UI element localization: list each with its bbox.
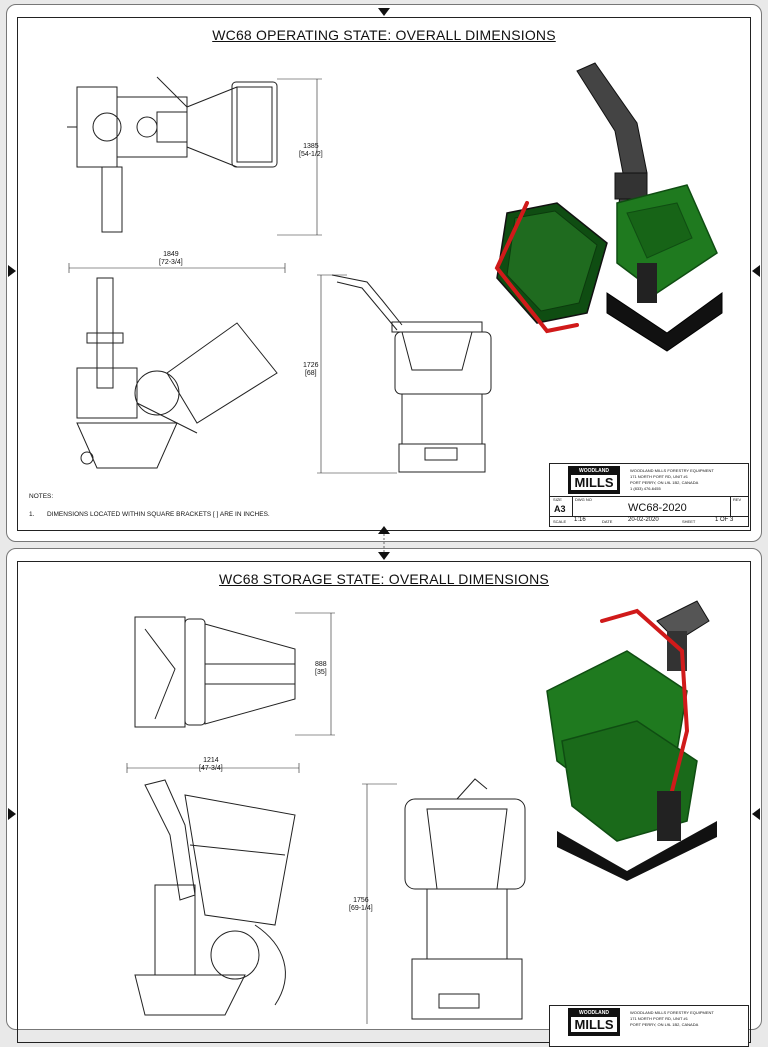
note-1-number: 1.	[29, 511, 35, 518]
front-view-drawing	[362, 778, 526, 1024]
scale-value: 1:16	[574, 517, 586, 523]
right-arrow-1	[752, 265, 760, 277]
sheet-title: WC68 OPERATING STATE: OVERALL DIMENSIONS	[212, 27, 556, 43]
sheet-value: 1 OF 3	[715, 517, 734, 523]
title-block: WOODLAND MILLS WOODLAND MILLS FORESTRY E…	[549, 463, 749, 527]
width-dimension: 1849 [72-3/4]	[159, 251, 183, 266]
mid-up-arrow	[378, 526, 390, 534]
front-view-drawing	[317, 274, 492, 474]
side-view-drawing	[134, 779, 296, 1016]
side-view-drawing	[76, 277, 278, 469]
date-value: 20-02-2020	[628, 517, 659, 523]
company-logo: WOODLAND MILLS	[568, 466, 620, 494]
height-dimension: 1726 [68]	[303, 362, 319, 377]
company-address-2: PORT PERRY, ON L9L 1B2, CANADA	[630, 480, 699, 485]
dwg-label: DWG NO	[575, 497, 592, 502]
isometric-view-storage	[546, 600, 717, 881]
width-dimension-line	[68, 263, 286, 273]
sheet-title: WC68 STORAGE STATE: OVERALL DIMENSIONS	[219, 571, 549, 587]
top-center-arrow	[378, 8, 390, 16]
width-dimension-line	[126, 763, 300, 773]
company-address-1: 171 NORTH PORT RD, UNIT #1	[630, 1016, 688, 1021]
company-address-1: 171 NORTH PORT RD, UNIT #1	[630, 474, 688, 479]
note-1: DIMENSIONS LOCATED WITHIN SQUARE BRACKET…	[47, 511, 270, 518]
company-name: WOODLAND MILLS FORESTRY EQUIPMENT	[630, 1010, 714, 1015]
rev-label: REV	[733, 497, 742, 502]
date-label: DATE	[602, 519, 613, 524]
height-dimension: 1756 [69-1/4]	[349, 897, 373, 912]
sheet-label: SHEET	[682, 519, 696, 524]
size-label: SIZE	[553, 497, 562, 502]
scale-label: SCALE	[553, 519, 567, 524]
left-arrow-1	[8, 265, 16, 277]
width-dimension: 1214 [47-3/4]	[199, 757, 223, 772]
top-height-dimension: 888 [35]	[315, 661, 327, 676]
left-arrow-2	[8, 808, 16, 820]
page-marker-arrows	[8, 8, 760, 820]
company-name: WOODLAND MILLS FORESTRY EQUIPMENT	[630, 468, 714, 473]
isometric-view-operating	[494, 62, 723, 352]
right-arrow-2	[752, 808, 760, 820]
mid-down-arrow	[378, 552, 390, 560]
top-view-drawing	[67, 76, 322, 236]
top-height-dimension: 1385 [54-1/2]	[299, 143, 323, 158]
dwg-number: WC68-2020	[628, 502, 687, 514]
company-phone: 1 (833) 476-6455	[630, 486, 661, 491]
top-view-drawing	[134, 612, 335, 736]
notes-label: NOTES:	[29, 493, 54, 500]
size-value: A3	[554, 504, 566, 514]
